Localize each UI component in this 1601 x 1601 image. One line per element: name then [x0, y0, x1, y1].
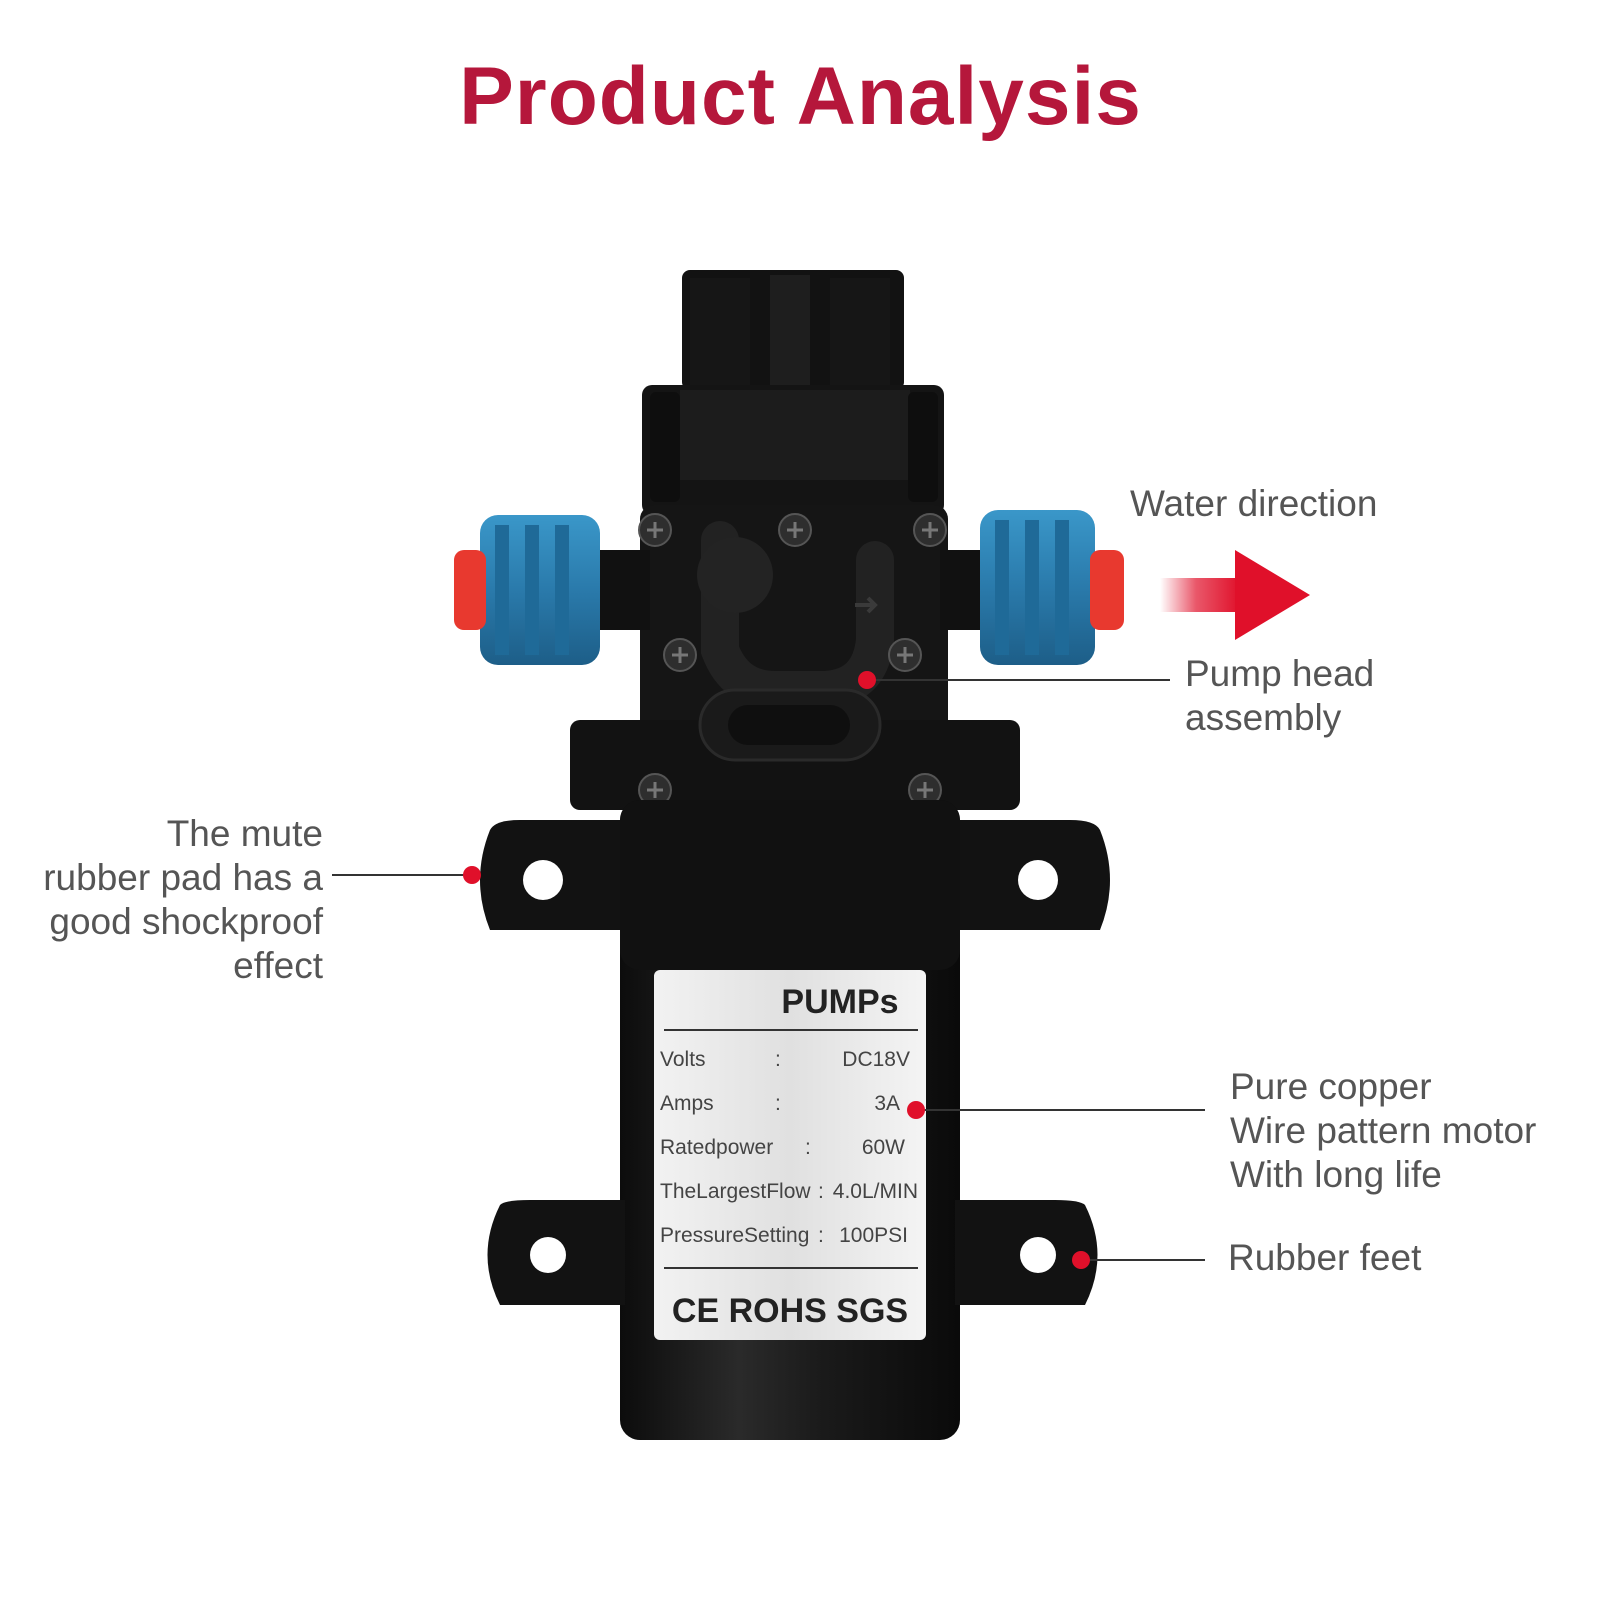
rubber-feet-marker: [1072, 1251, 1090, 1269]
spec-key: Volts: [660, 1048, 706, 1071]
upper-rubber-mount: [480, 820, 1110, 930]
spec-sep: :: [775, 1092, 781, 1115]
spec-sep: :: [818, 1180, 824, 1203]
outlet-fitting: [940, 510, 1124, 665]
label-brand: PUMPs: [781, 983, 898, 1021]
spec-label: PUMPs Volts : DC18V Amps : 3A Ratedpower…: [654, 970, 926, 1340]
motor-marker: [907, 1101, 925, 1119]
spec-value: DC18V: [842, 1048, 910, 1071]
callout-markers: [463, 671, 1090, 1269]
lower-rubber-feet: [487, 1200, 1098, 1305]
pump-head-line: Pump head: [1185, 653, 1375, 694]
electrical-connector: [642, 270, 944, 515]
rubber-feet-callout: Rubber feet: [1228, 1236, 1421, 1280]
motor-line: With long life: [1230, 1154, 1442, 1195]
motor-callout: Pure copper Wire pattern motor With long…: [1230, 1065, 1536, 1197]
inlet-fitting: [454, 515, 650, 665]
motor-line: Pure copper: [1230, 1066, 1432, 1107]
mute-pad-callout: The mute rubber pad has a good shockproo…: [43, 812, 323, 988]
mute-pad-line: effect: [233, 945, 323, 986]
spec-key: Ratedpower: [660, 1136, 773, 1159]
page-title: Product Analysis: [459, 51, 1142, 142]
mute-pad-line: The mute: [166, 813, 323, 854]
spec-sep: :: [805, 1136, 811, 1159]
pump-head: [570, 505, 1020, 810]
spec-rows: Volts : DC18V Amps : 3A Ratedpower : 60W…: [660, 1048, 918, 1247]
water-direction-callout: Water direction: [1130, 482, 1377, 526]
rubber-feet-text: Rubber feet: [1228, 1237, 1422, 1278]
water-direction-arrow: [1160, 550, 1310, 640]
mute-pad-line: good shockproof: [49, 901, 323, 942]
spec-key: TheLargestFlow: [660, 1180, 811, 1203]
spec-value: 60W: [862, 1136, 905, 1159]
spec-key: Amps: [660, 1092, 714, 1115]
label-certs: CE ROHS SGS: [672, 1292, 908, 1330]
pump-head-line: assembly: [1185, 697, 1342, 738]
leader-lines: [332, 679, 1205, 1261]
mute-pad-line: rubber pad has a: [43, 857, 323, 898]
spec-value: 4.0L/MIN: [833, 1180, 918, 1203]
spec-sep: :: [775, 1048, 781, 1071]
spec-value: 100PSI: [839, 1224, 908, 1247]
pump-head-marker: [858, 671, 876, 689]
spec-key: PressureSetting: [660, 1224, 809, 1247]
pump-head-callout: Pump head assembly: [1185, 652, 1374, 740]
water-direction-text: Water direction: [1130, 483, 1378, 524]
spec-value: 3A: [874, 1092, 900, 1115]
motor-line: Wire pattern motor: [1230, 1110, 1537, 1151]
spec-sep: :: [818, 1224, 824, 1247]
mute-pad-marker: [463, 866, 481, 884]
